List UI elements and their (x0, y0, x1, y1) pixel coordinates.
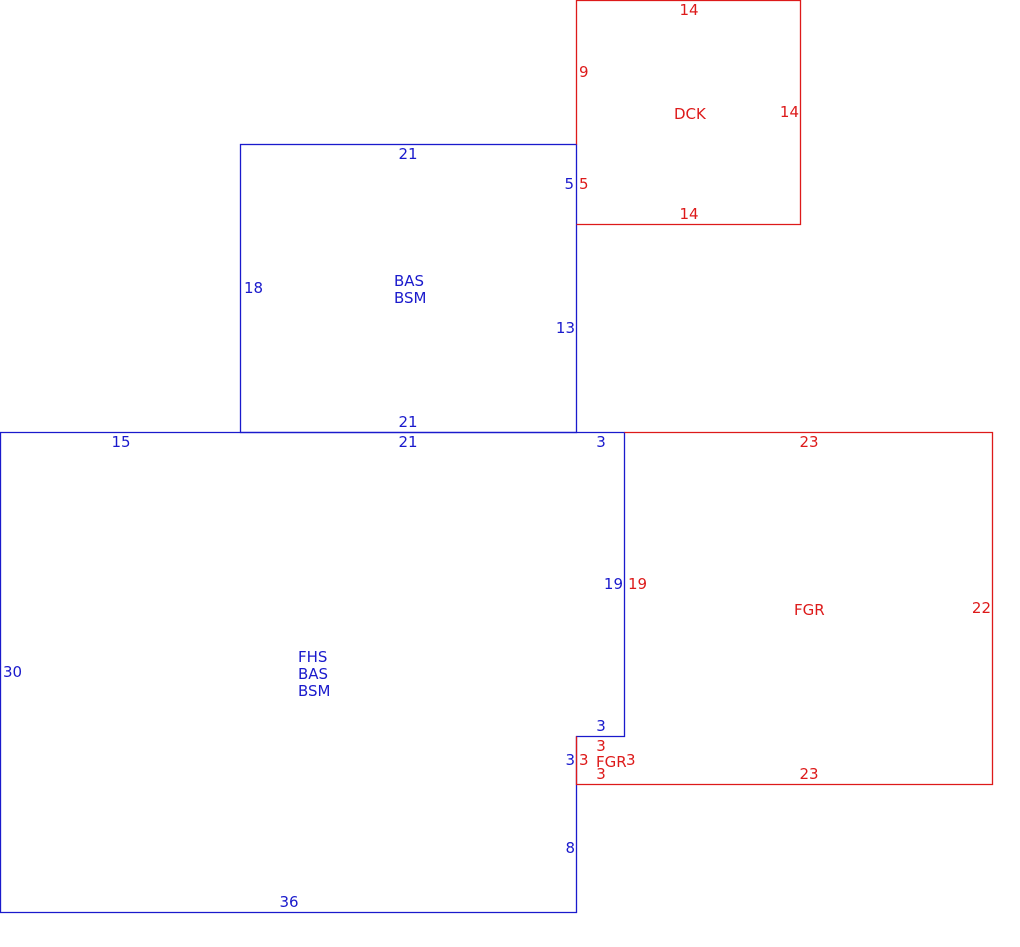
dim-fhs-notch-left: 3 (565, 751, 575, 769)
dim-fgr-right: 22 (972, 599, 991, 617)
dim-bas-right-lower: 13 (556, 319, 575, 337)
dim-bas-right-upper: 5 (564, 175, 574, 193)
dim-fgr-small-top: 3 (596, 737, 606, 755)
dim-bas-left: 18 (244, 279, 263, 297)
dim-fhs-top-mid: 21 (398, 433, 417, 451)
dck-outline (575, 0, 802, 226)
dim-fhs-left: 30 (3, 663, 22, 681)
dim-dck-right: 14 (780, 103, 799, 121)
dim-fgr-small-right: 3 (626, 751, 636, 769)
dim-fgr-small-left: 3 (579, 751, 589, 769)
dim-fhs-bottom: 36 (279, 893, 298, 911)
dim-fhs-top-right: 3 (596, 433, 606, 451)
dim-fgr-left: 19 (628, 575, 647, 593)
dim-fgr-small-bottom: 3 (596, 765, 606, 783)
dim-fgr-top: 23 (799, 433, 818, 451)
dim-fhs-notch-top: 3 (596, 717, 606, 735)
fgr-small-outline (575, 736, 625, 786)
dim-fhs-top-left: 15 (111, 433, 130, 451)
area-label-fhs-main: FHS BAS BSM (298, 648, 333, 700)
dim-dck-left-upper: 9 (579, 63, 589, 81)
dim-dck-top: 14 (679, 1, 698, 19)
dim-fhs-right-lower: 8 (565, 839, 575, 857)
dim-fhs-right-upper: 19 (604, 575, 623, 593)
dim-bas-top: 21 (398, 145, 417, 163)
dim-dck-left-lower: 5 (579, 175, 589, 193)
dim-bas-bottom: 21 (398, 413, 417, 431)
dim-fgr-bottom: 23 (799, 765, 818, 783)
dim-dck-bottom: 14 (679, 205, 698, 223)
area-label-fgr-small: FGR (596, 753, 627, 771)
area-label-dck: DCK (674, 105, 707, 123)
area-label-fgr: FGR (794, 601, 825, 619)
fgr-outline (624, 431, 994, 786)
area-label-bas-upper: BAS BSM (394, 272, 429, 307)
